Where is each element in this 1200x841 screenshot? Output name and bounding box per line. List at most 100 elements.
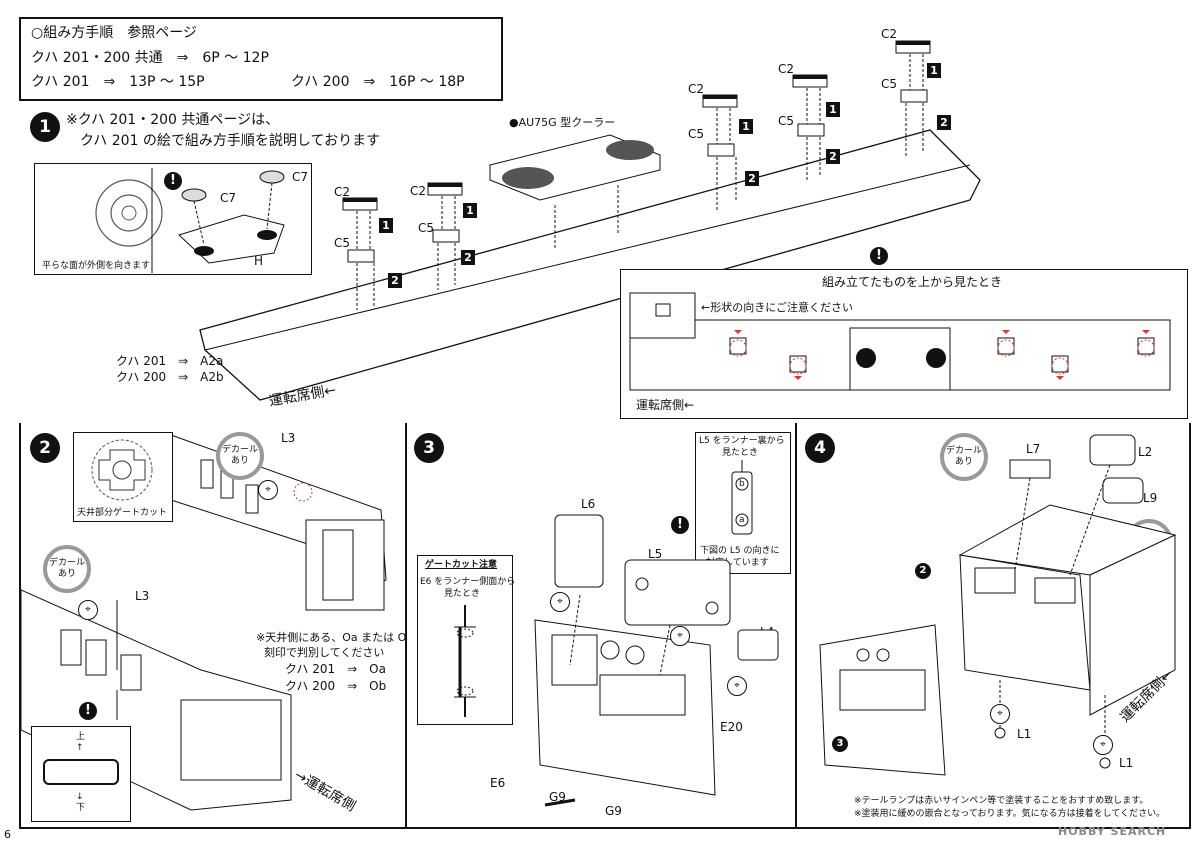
part-c2-5: C2 <box>881 27 898 41</box>
part-l1-left: L1 <box>1017 727 1032 741</box>
runner-title-1: L5 をランナー裏から <box>699 436 785 446</box>
top-view-drawing <box>629 292 1171 391</box>
decal-badge-step2-lower: デカール あり <box>43 545 91 593</box>
gate-cut-drawing <box>91 439 153 501</box>
marker-1-b: 1 <box>463 203 477 218</box>
part-g9-left: G9 <box>549 790 566 804</box>
cooler-label: ●AU75G 型クーラー <box>509 116 616 129</box>
runner-drawing <box>731 460 753 535</box>
step-4-badge: 4 <box>805 433 835 463</box>
glue-icon-l1-right: ⌖ <box>1093 735 1113 755</box>
marker-2-a: 2 <box>388 273 402 288</box>
step1-note-line1: ※クハ 201・200 共通ページは、 <box>66 112 280 128</box>
glue-icon-l5: ⌖ <box>670 626 690 646</box>
marker-2-d: 2 <box>826 149 840 164</box>
part-l1-right: L1 <box>1119 756 1134 770</box>
ref-step-2: 2 <box>915 563 931 579</box>
part-c5-3: C5 <box>688 127 705 141</box>
glue-icon-step2-upper: ⌖ <box>258 480 278 500</box>
page-number: 6 <box>4 828 11 841</box>
marker-1-e: 1 <box>927 63 941 78</box>
step3-parts-drawing <box>534 514 779 807</box>
decal-badge-step2-upper: デカール あり <box>216 432 264 480</box>
c2-c5-group-a <box>342 197 378 310</box>
part-c2-2: C2 <box>410 184 427 198</box>
runner-title-2: 見たとき <box>722 448 759 458</box>
part-c2-4: C2 <box>778 62 795 76</box>
part-l9: L9 <box>1143 491 1158 505</box>
inset-part-c7-left: C7 <box>220 191 237 205</box>
runner-note-1: 下図の L5 の向きに <box>700 546 780 556</box>
orientation-slot <box>43 759 119 785</box>
part-c2-3: C2 <box>688 82 705 96</box>
topview-warning-icon: ! <box>870 247 888 265</box>
step4-note-2: ※塗装用に緩めの嵌合となっております。気になる方は接着をしてください。 <box>854 809 1166 819</box>
part-c5-5: C5 <box>881 77 898 91</box>
step2-map-kuha201: クハ 201 ⇒ Oa <box>285 662 386 676</box>
marker-1-a: 1 <box>379 218 393 233</box>
top-view-cab-side: 運転席側← <box>636 398 695 412</box>
part-l5: L5 <box>648 547 663 561</box>
reference-page-box: ○組み方手順 参照ページ クハ 201・200 共通 ⇒ 6P ～ 12P クハ… <box>19 17 503 101</box>
inset-part-c7-right: C7 <box>292 170 309 184</box>
marker-2-b: 2 <box>461 250 475 265</box>
part-l2: L2 <box>1138 445 1153 459</box>
step2-note-line1: ※天井側にある、Oa または Ob の <box>256 631 428 644</box>
step-3-badge: 3 <box>414 433 444 463</box>
step1-note-line2: クハ 201 の絵で組み方手順を説明しております <box>80 133 381 149</box>
reference-heading: ○組み方手順 参照ページ <box>31 25 197 41</box>
orientation-up: 上 <box>76 732 86 742</box>
gate-caution-title: ゲートカット注意 <box>425 560 498 570</box>
runner-note-2: 対応しています <box>706 558 769 568</box>
decal-badge-step4-upper: デカール あり <box>940 433 988 481</box>
c2-c5-group-e <box>895 40 931 158</box>
step2-map-kuha200: クハ 200 ⇒ Ob <box>285 679 387 693</box>
orientation-down: 下 <box>76 803 86 813</box>
step4-body-drawing <box>819 434 1177 776</box>
c7-inset-drawing <box>95 168 285 273</box>
marker-1-d: 1 <box>826 102 840 117</box>
gate-cut-label: 天井部分ゲートカット <box>77 508 168 518</box>
inset-warning-icon: ! <box>164 172 182 190</box>
orientation-down-arrow: ↓ <box>76 792 84 802</box>
glue-icon-l6: ⌖ <box>550 592 570 612</box>
part-c2-1: C2 <box>334 185 351 199</box>
inset-part-h: H <box>254 254 264 268</box>
part-c5-2: C5 <box>418 221 435 235</box>
top-view-note: ←形状の向きにご注意ください <box>701 301 853 314</box>
ref-step-3: 3 <box>832 736 848 752</box>
roof-assembly-drawing <box>199 129 981 401</box>
glue-icon-l1-left: ⌖ <box>990 704 1010 724</box>
part-l7: L7 <box>1026 442 1041 456</box>
part-l6: L6 <box>581 497 596 511</box>
c2-c5-group-c <box>702 94 738 212</box>
reference-kuha200: クハ 200 ⇒ 16P ～ 18P <box>291 74 465 90</box>
c2-c5-group-d <box>792 74 828 182</box>
inset-caption: 平らな面が外側を向きます <box>42 261 151 271</box>
part-c5-4: C5 <box>778 114 795 128</box>
orientation-up-arrow: ↑ <box>76 743 84 753</box>
step2-warning-icon: ! <box>79 702 97 720</box>
part-l3-upper: L3 <box>281 431 296 445</box>
marker-2-c: 2 <box>745 171 759 186</box>
part-l3-lower: L3 <box>135 589 150 603</box>
gate-caution-drawing <box>454 605 476 717</box>
glue-icon-l4: ⌖ <box>727 676 747 696</box>
glue-icon-step2-lower: ⌖ <box>78 600 98 620</box>
step-1-badge: 1 <box>30 112 60 142</box>
part-e6: E6 <box>490 776 506 790</box>
gate-caution-note1: E6 をランナー側面から <box>420 577 516 587</box>
roof-kuha200: クハ 200 ⇒ A2b <box>116 370 224 384</box>
runner-mark-b: b <box>739 479 745 489</box>
reference-common: クハ 201・200 共通 ⇒ 6P ～ 12P <box>31 50 269 66</box>
marker-1-c: 1 <box>739 119 753 134</box>
step-2-badge: 2 <box>30 433 60 463</box>
part-e20: E20 <box>720 720 743 734</box>
step3-warning-icon: ! <box>671 516 689 534</box>
c2-c5-group-b <box>427 182 463 290</box>
step2-note-line2: 刻印で判別してください <box>264 646 385 659</box>
top-view-title: 組み立てたものを上から見たとき <box>822 275 1003 289</box>
watermark: HOBBY SEARCH <box>1058 825 1167 838</box>
marker-2-e: 2 <box>937 115 951 130</box>
runner-mark-a: a <box>739 515 745 525</box>
